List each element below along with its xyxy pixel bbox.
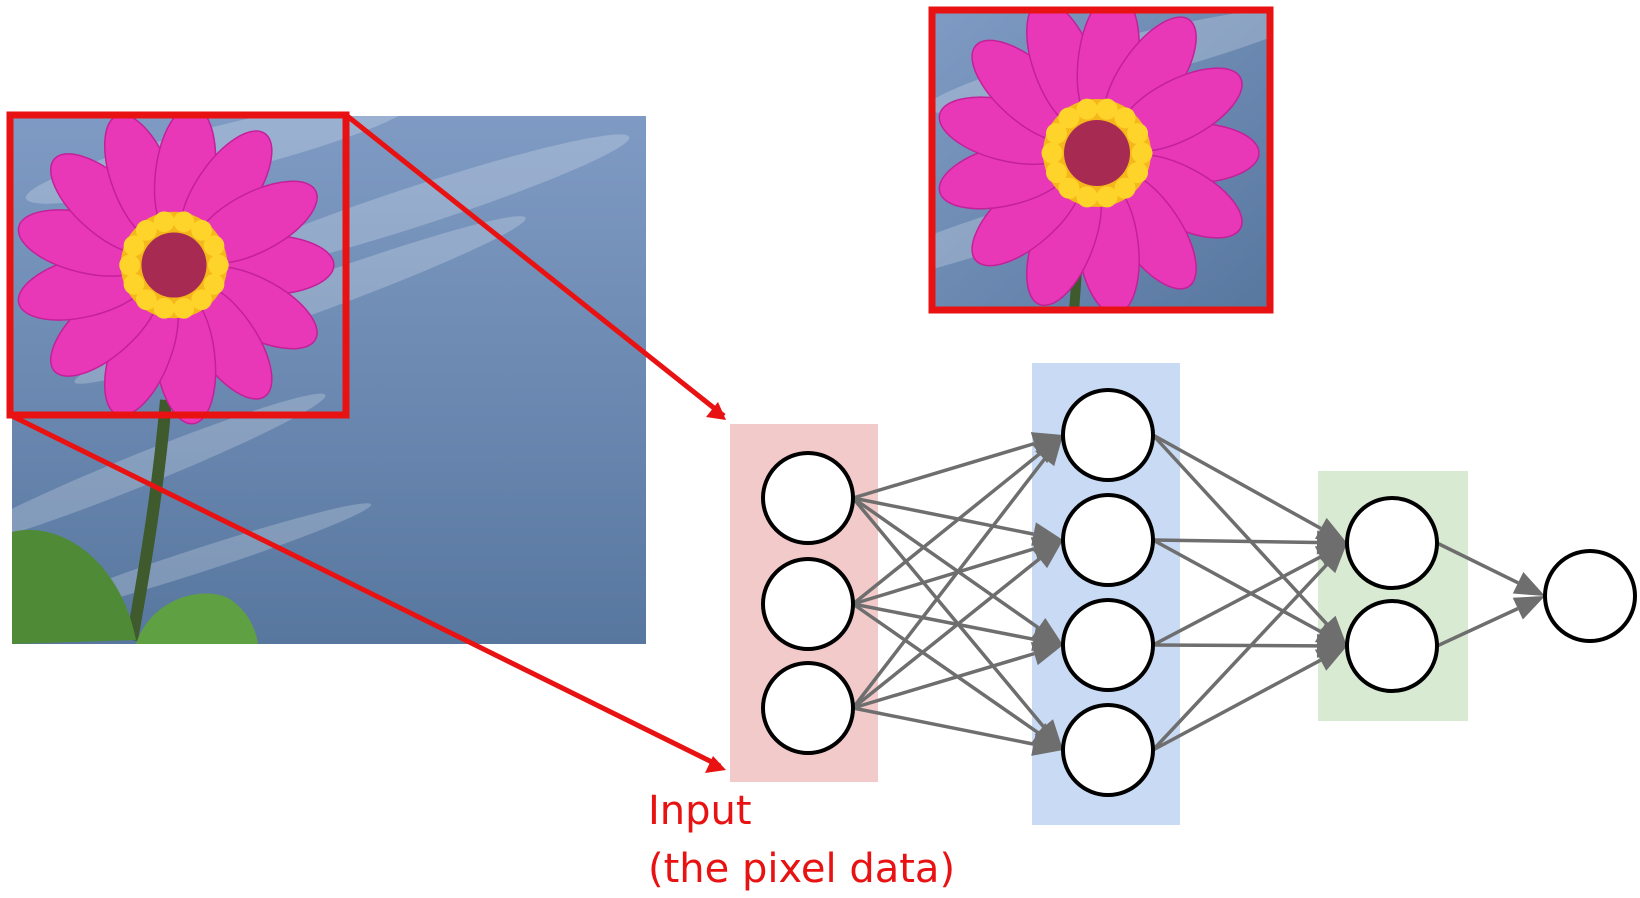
leaf-left xyxy=(12,529,136,644)
connection-l0-1-2 xyxy=(852,602,1034,641)
floret xyxy=(1096,186,1118,208)
connection-arrowhead xyxy=(1031,732,1063,756)
zinnia-flower xyxy=(17,116,335,425)
connection-l0-0-2 xyxy=(851,496,1040,630)
connection-l0-2-2 xyxy=(852,651,1035,710)
connection-l1-3-0 xyxy=(1151,563,1328,752)
floret xyxy=(1058,107,1080,129)
input-label-line-2: (the pixel data) xyxy=(648,846,956,892)
hidden-2-neuron-2 xyxy=(1345,599,1439,693)
connection-l1-2-1 xyxy=(1152,643,1318,648)
hidden-1-neuron-3 xyxy=(1061,598,1155,692)
floret xyxy=(123,273,145,295)
input-neuron-2 xyxy=(761,557,855,651)
connection-l1-3-1 xyxy=(1152,658,1322,752)
connection-arrowhead xyxy=(1317,543,1347,574)
flower-photo xyxy=(6,111,646,644)
floret xyxy=(1127,122,1149,144)
connection-l0-2-1 xyxy=(851,557,1041,710)
connection-l0-1-1 xyxy=(852,547,1035,606)
crop-region-highlight xyxy=(6,111,350,419)
floret xyxy=(1058,177,1080,199)
connection-l0-1-0 xyxy=(851,452,1041,606)
floret xyxy=(119,254,140,276)
connection-l0-2-3 xyxy=(852,706,1034,746)
hidden-1-neuron-1 xyxy=(1061,388,1155,482)
connection-l0-1-3 xyxy=(852,602,1040,735)
neurons xyxy=(761,388,1637,797)
connection-l1-2-0 xyxy=(1152,555,1322,647)
hidden-2-neuron-1 xyxy=(1345,496,1439,590)
floret xyxy=(1045,162,1067,184)
input-label: Input (the pixel data) xyxy=(648,782,955,898)
connection-arrowhead xyxy=(1030,642,1063,666)
floret xyxy=(203,273,225,295)
floret xyxy=(1076,98,1098,120)
connection-l2-1-0 xyxy=(1436,607,1519,648)
patch-border xyxy=(928,6,1274,314)
floret xyxy=(1076,186,1098,208)
floret xyxy=(135,219,157,241)
floret xyxy=(123,235,145,257)
input-neuron-3 xyxy=(761,661,855,755)
connection-arrowhead xyxy=(1032,540,1063,569)
projection-arrowhead-top xyxy=(706,402,726,420)
output-neuron-1 xyxy=(1543,549,1637,643)
connection-l0-2-0 xyxy=(851,457,1047,710)
floret xyxy=(208,254,229,276)
projection-arrowhead-bottom xyxy=(705,756,726,773)
floret xyxy=(191,289,213,311)
flower-center-core xyxy=(141,232,207,298)
connection-arrowhead xyxy=(1035,435,1063,467)
leaf-right xyxy=(136,593,258,644)
floret xyxy=(1114,177,1136,199)
flower-center-core xyxy=(1064,120,1130,186)
floret xyxy=(1045,122,1067,144)
connection-l1-0-0 xyxy=(1152,433,1322,530)
network xyxy=(730,363,1637,825)
connection-arrowhead xyxy=(1314,646,1347,671)
connection-l0-0-3 xyxy=(851,496,1046,729)
connection-arrowhead xyxy=(1512,596,1545,620)
input-neuron-1 xyxy=(761,451,855,545)
input-label-line-1: Input xyxy=(648,788,752,834)
connection-l0-0-1 xyxy=(852,496,1034,536)
floret xyxy=(173,297,195,319)
floret xyxy=(1131,142,1153,164)
projection-arrows xyxy=(8,113,726,773)
stem xyxy=(126,399,172,642)
connection-l2-0-0 xyxy=(1436,541,1519,585)
hidden-1-neuron-2 xyxy=(1061,493,1155,587)
floret xyxy=(153,297,175,319)
connection-l1-1-1 xyxy=(1152,538,1322,634)
floret xyxy=(1096,98,1118,120)
floret xyxy=(135,289,157,311)
connection-l1-1-0 xyxy=(1152,538,1318,545)
connection-arrowhead xyxy=(1512,572,1545,596)
floret xyxy=(173,211,195,233)
floret xyxy=(1114,107,1136,129)
floret xyxy=(191,219,213,241)
projection-arrow-bottom xyxy=(8,412,722,769)
connections xyxy=(851,432,1545,756)
connection-l0-0-0 xyxy=(852,441,1035,500)
hidden-1-neuron-4 xyxy=(1061,703,1155,797)
floret xyxy=(153,211,175,233)
floret xyxy=(203,235,225,257)
connection-l1-0-1 xyxy=(1151,433,1328,626)
cropped-patch xyxy=(928,6,1274,314)
projection-arrow-top xyxy=(344,113,726,418)
floret xyxy=(1041,142,1063,164)
floret xyxy=(1127,162,1149,184)
patch-zinnia-flower xyxy=(938,10,1260,310)
